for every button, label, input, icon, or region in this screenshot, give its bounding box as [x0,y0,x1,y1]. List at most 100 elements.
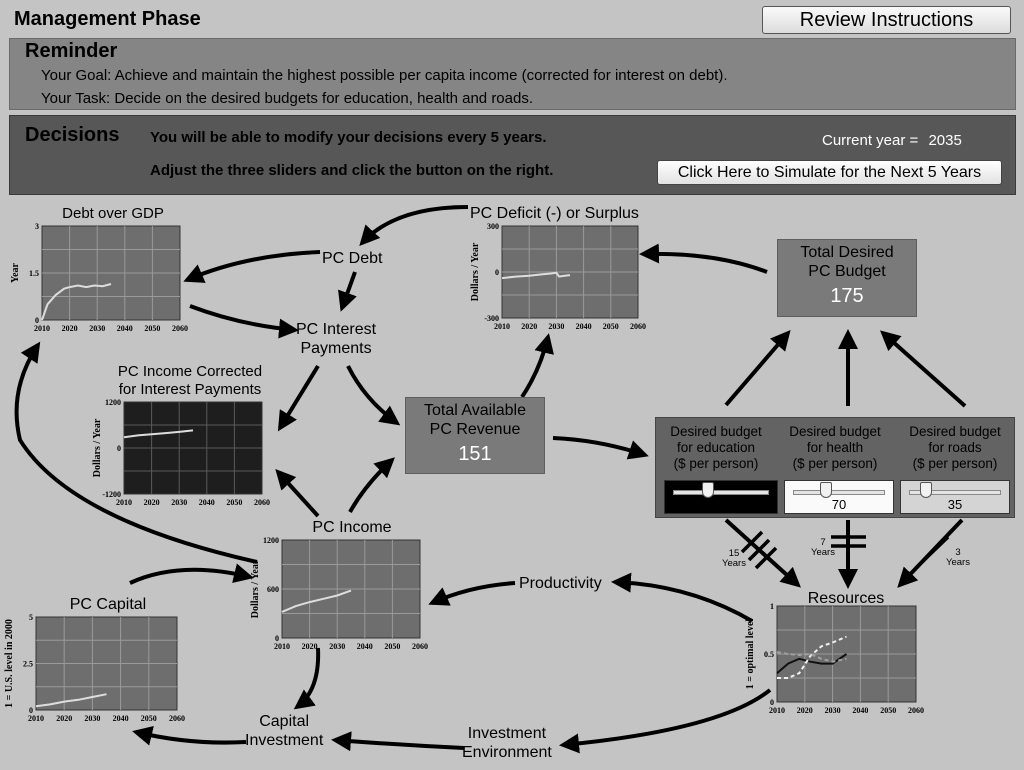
pc_income-x-tick-label: 2030 [329,642,345,651]
capital-investment-line2: Investment [245,732,324,749]
education-slider-label: Desired budget for education ($ per pers… [657,424,775,472]
health-delay-unit: Years [811,547,835,558]
education-slider-value: 70 [713,497,729,512]
education-slider-rail[interactable] [673,490,769,495]
page-title: Management Phase [14,8,201,30]
arrow-capital-investment-to-capital [132,726,247,746]
resources-x-tick-label: 2020 [797,706,813,715]
roads-delay-unit: Years [946,557,970,568]
resources-x-tick-label: 2010 [769,706,785,715]
pc_income_corrected-y-axis-label: Dollars / Year [92,418,103,477]
pc_income_corrected-x-tick-label: 2050 [226,498,242,507]
pc_capital-x-tick-label: 2030 [84,714,100,723]
pc_capital-x-tick-label: 2010 [28,714,44,723]
pc_income_corrected-series-line-0 [123,429,194,439]
pc_income_corrected-x-tick-label: 2030 [171,498,187,507]
pc_income-x-tick-label: 2040 [357,642,373,651]
education-delay-label: 15 Years [722,549,746,569]
pc_deficit-series-line-0 [501,271,571,280]
pc_deficit-x-tick-label: 2010 [494,322,510,331]
resources-y-tick-label: 0.5 [764,650,774,659]
investment-environment-line1: Investment [467,725,547,742]
simulate-next-5-years-button[interactable]: Click Here to Simulate for the Next 5 Ye… [657,160,1002,185]
total-available-revenue-box: Total Available PC Revenue 151 [405,397,545,474]
arrow-budget-to-deficit [639,243,768,274]
pc_income-x-tick-label: 2010 [274,642,290,651]
debt_over_gdp-y-axis-label: Year [10,262,21,283]
health-delay-label: 7 Years [811,538,835,558]
decisions-panel: Decisions You will be able to modify you… [9,115,1016,195]
pc-deficit-label: PC Deficit (-) or Surplus [470,205,639,222]
health-slider[interactable]: 70 [784,480,894,514]
debt_over_gdp-x-tick-label: 2020 [62,324,78,333]
roads-slider-label-line2: for roads [928,440,982,455]
arrow-interest-to-revenue [346,365,401,426]
roads-slider-label-line1: Desired budget [909,424,1001,439]
total-available-revenue-line1: Total Available [424,402,526,419]
roads-slider-value: 35 [947,497,963,512]
pc_income-y-tick-label: 600 [267,585,279,594]
roads-slider-rail[interactable] [909,490,1001,495]
productivity-label: Productivity [519,575,602,592]
pc_income-series-line-0 [281,589,352,613]
delay-mark-education [740,530,764,554]
total-desired-budget-line1: Total Desired [800,244,894,261]
resources-series-line-2 [776,651,847,663]
pc_deficit-y-axis-label: Dollars / Year [470,242,481,301]
resources-y-tick-label: 1 [770,602,774,611]
resources-x-tick-label: 2040 [852,706,868,715]
review-instructions-button[interactable]: Review Instructions [762,6,1011,34]
education-slider[interactable]: 70 [664,480,778,514]
investment-environment-label: Investment Environment [462,724,552,762]
capital-investment-label: Capital Investment [245,712,323,750]
health-slider-rail[interactable] [793,490,885,495]
education-slider-label-line2: for education [676,440,756,455]
pc_capital-x-tick-label: 2060 [169,714,185,723]
debt_over_gdp-y-tick-label: 0 [35,316,39,325]
decisions-instruction-2: Adjust the three sliders and click the b… [150,162,554,179]
arrow-income-to-revenue [348,457,395,513]
roads-delay-label: 3 Years [946,548,970,568]
decisions-title: Decisions [25,124,120,146]
health-slider-label-line1: Desired budget [789,424,881,439]
debt_over_gdp-title: Debt over GDP [62,205,164,222]
pc_capital-y-tick-label: 0 [29,706,33,715]
arrow-income-to-debt-gdp [14,341,258,564]
roads-slider-thumb[interactable] [919,482,932,498]
arrow-capital-to-income [129,563,254,585]
total-available-revenue-line2: PC Revenue [429,421,521,438]
health-slider-label: Desired budget for health ($ per person) [776,424,894,472]
pc_income-x-tick-label: 2020 [302,642,318,651]
pc_income-title: PC Income [312,519,391,536]
education-delay-years: 15 [728,548,740,559]
reminder-title: Reminder [25,40,118,62]
pc_income_corrected-y-tick-label: -1200 [102,490,121,499]
education-slider-thumb[interactable] [701,482,714,498]
resources-x-tick-label: 2050 [880,706,896,715]
debt_over_gdp-x-tick-label: 2050 [144,324,160,333]
arrow-environment-to-capital-investment [331,731,465,752]
delay-mark-roads [919,535,950,565]
health-slider-thumb[interactable] [820,482,833,498]
current-year-display: Current year = 2035 [822,132,962,149]
pc_deficit-x-tick-label: 2030 [548,322,564,331]
pc-interest-payments-line1: PC Interest [296,321,377,338]
education-slider-label-line1: Desired budget [670,424,762,439]
pc_deficit-y-tick-label: -300 [484,314,499,323]
pc_income-y-tick-label: 1200 [263,536,279,545]
arrow-deficit-to-debt [359,205,469,246]
pc-interest-payments-label: PC Interest Payments [296,320,376,358]
pc_capital-x-tick-label: 2040 [113,714,129,723]
pc_income-y-axis-label: Dollars / Year [250,559,261,618]
total-desired-budget-value: 175 [830,285,864,307]
debt_over_gdp-x-tick-label: 2010 [34,324,50,333]
pc_deficit-x-tick-label: 2040 [576,322,592,331]
pc_income_corrected-title: for Interest Payments [119,381,262,398]
roads-slider[interactable]: 35 [900,480,1010,514]
